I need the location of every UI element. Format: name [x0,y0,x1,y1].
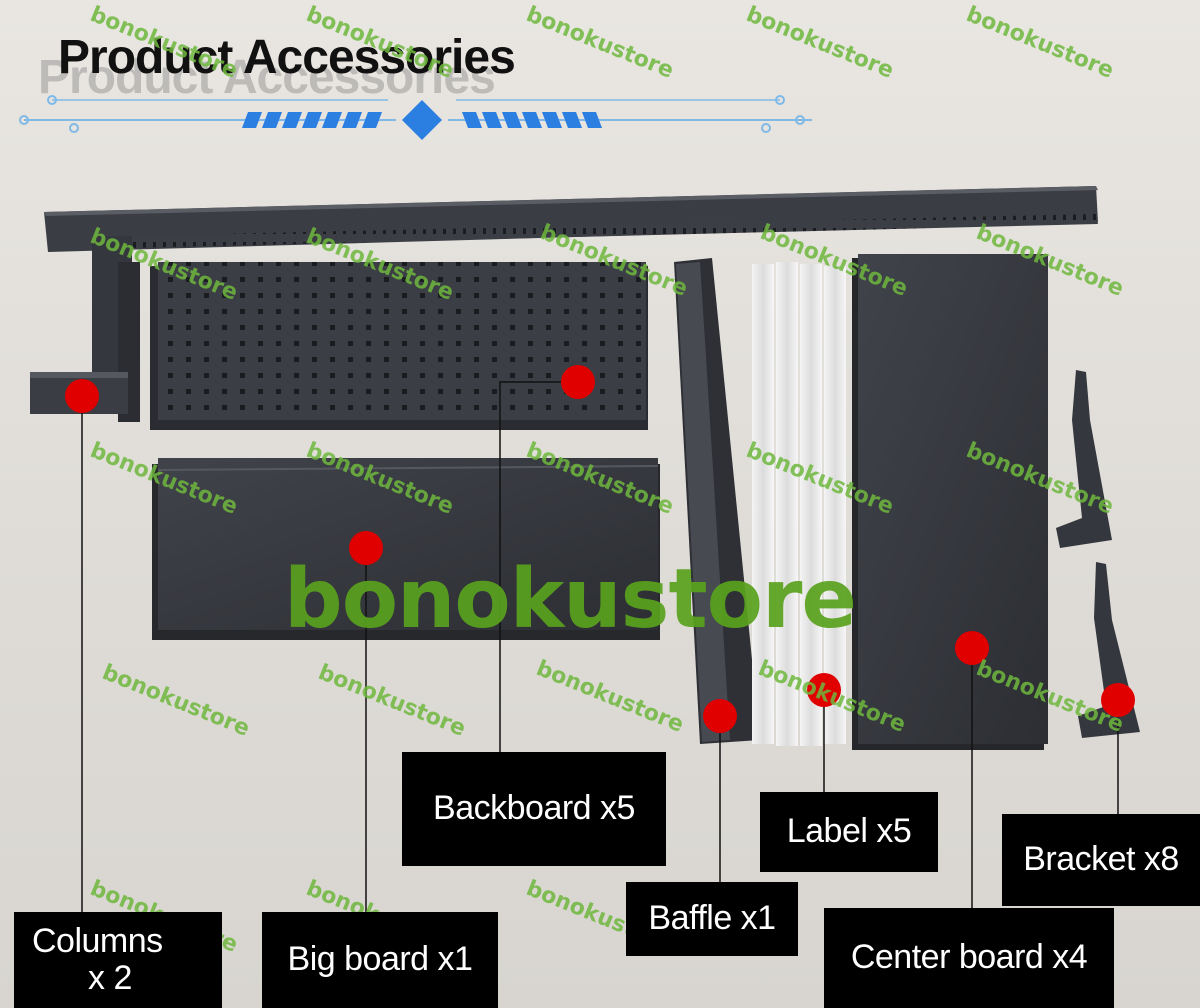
label-columns: Columns x 2 [14,912,222,1008]
title-shadow: Product Accessories [38,51,496,104]
marker-backboard [561,365,595,399]
big-board-part [152,458,660,640]
label-baffle: Baffle x1 [626,882,798,956]
label-columns-line1: Columns [32,921,163,960]
label-big-board: Big board x1 [262,912,498,1008]
center-board-part [852,254,1048,750]
baffle-part [674,258,760,744]
callout-markers [65,365,1135,733]
column-short [30,236,140,422]
label-label: Label x5 [760,792,938,872]
label-backboard: Backboard x5 [402,752,666,866]
bracket-part [1056,370,1140,738]
label-strips [752,262,846,746]
page-title: Product Accessories [58,31,516,84]
label-columns-line2: x 2 [88,959,132,997]
marker-big-board [349,531,383,565]
column-long [44,186,1098,252]
backboard-part [150,262,648,430]
label-bracket: Bracket x8 [1002,814,1200,906]
marker-bracket [1101,683,1135,717]
marker-center-board [955,631,989,665]
marker-baffle [703,699,737,733]
watermark-large: bonokustore [284,552,857,647]
marker-label [807,673,841,707]
marker-columns [65,379,99,413]
callout-leaders [81,381,1119,912]
title-divider [19,95,812,140]
label-center-board: Center board x4 [824,908,1114,1008]
